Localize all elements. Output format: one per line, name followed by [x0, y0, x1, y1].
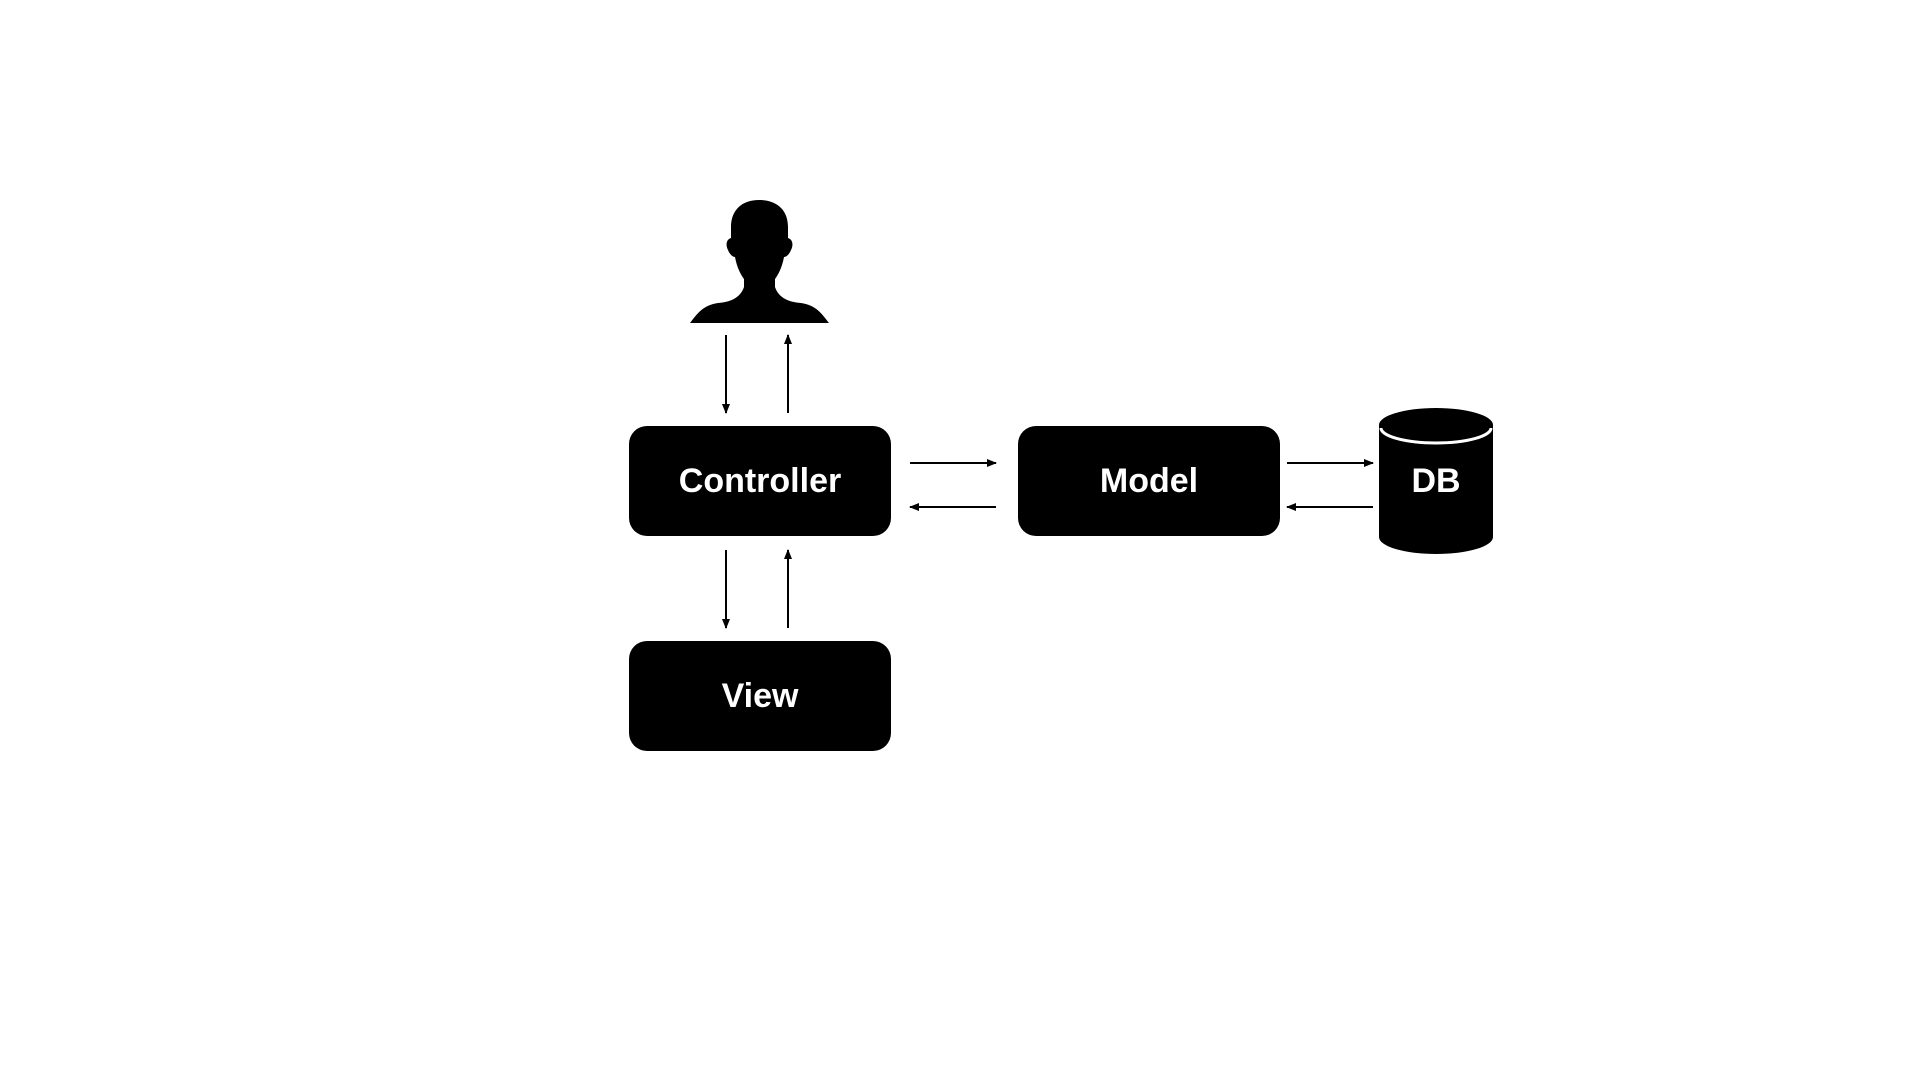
view-node: View: [629, 641, 891, 751]
db-label: DB: [1411, 461, 1461, 500]
view-label: View: [721, 676, 799, 715]
controller-node: Controller: [629, 426, 891, 536]
model-node: Model: [1018, 426, 1280, 536]
controller-label: Controller: [678, 461, 842, 500]
model-label: Model: [1099, 461, 1199, 500]
